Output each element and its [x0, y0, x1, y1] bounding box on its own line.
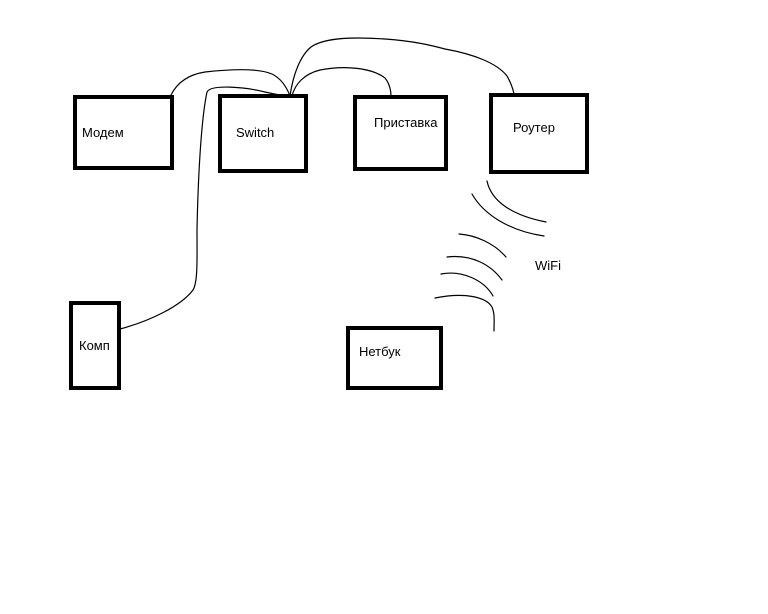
wifi-signal-icon: [434, 180, 547, 332]
settop-label: Приставка: [374, 115, 438, 130]
modem-label: Модем: [82, 125, 124, 140]
router-label: Роутер: [513, 120, 555, 135]
netbook-node: Нетбук: [346, 326, 443, 390]
switch-label: Switch: [236, 125, 274, 140]
cable-switch-settop: [291, 67, 392, 97]
cable-modem-switch: [170, 69, 291, 97]
modem-node: Модем: [73, 95, 174, 170]
wifi-label: WiFi: [535, 258, 561, 273]
netbook-label: Нетбук: [359, 344, 401, 359]
cable-switch-router: [289, 37, 515, 97]
switch-node: Switch: [218, 94, 308, 173]
router-node: Роутер: [489, 93, 589, 174]
pc-node: Комп: [69, 301, 121, 390]
cable-pc-switch: [119, 86, 292, 330]
pc-label: Комп: [79, 338, 110, 353]
settop-node: Приставка: [353, 95, 448, 171]
